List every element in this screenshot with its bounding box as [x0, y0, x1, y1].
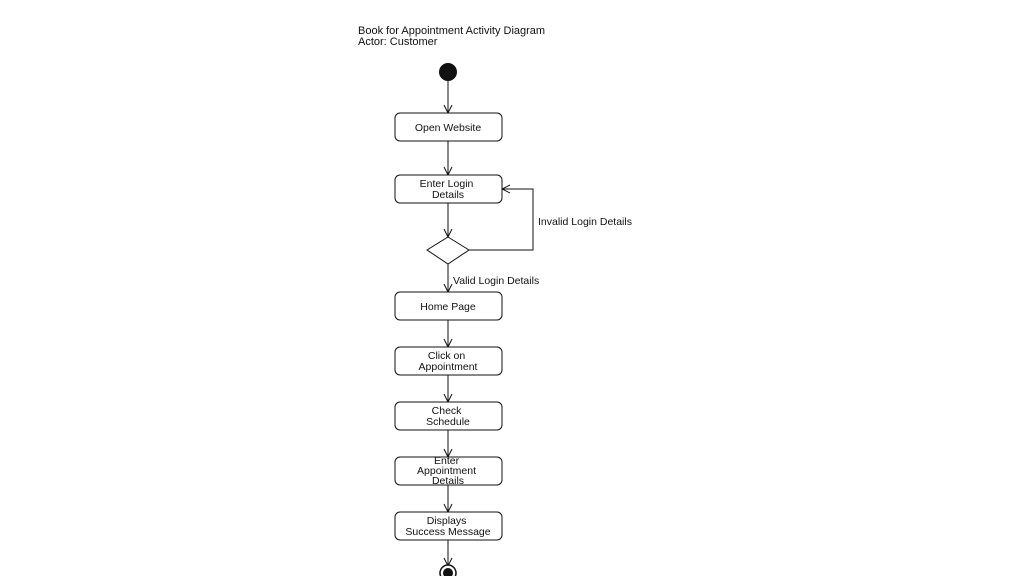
- flow-invalid-login-loop: [469, 189, 534, 251]
- action-enter-appointment-details: Enter Appointment Details: [394, 455, 503, 487]
- action-enter-login-details-label: Enter Login Details: [420, 178, 477, 201]
- edge-label-valid-login: Valid Login Details: [453, 275, 539, 287]
- initial-node: [439, 63, 457, 81]
- action-open-website-label: Open Website: [415, 122, 482, 134]
- action-click-on-appointment: Click on Appointment: [394, 346, 503, 376]
- action-open-website: Open Website: [394, 112, 503, 142]
- edge-label-invalid-login: Invalid Login Details: [538, 216, 632, 228]
- action-enter-appointment-details-label: Enter Appointment Details: [417, 455, 479, 487]
- action-displays-success-message-label: Displays Success Message: [405, 515, 490, 538]
- diagram-title: Book for Appointment Activity Diagram: [358, 25, 546, 37]
- action-home-page: Home Page: [394, 291, 503, 321]
- action-check-schedule: Check Schedule: [394, 401, 503, 431]
- action-enter-login-details: Enter Login Details: [394, 174, 503, 204]
- diagram-title-block: Book for Appointment Activity Diagram Ac…: [358, 26, 545, 48]
- final-node: [439, 564, 457, 576]
- action-check-schedule-label: Check Schedule: [426, 405, 470, 428]
- action-displays-success-message: Displays Success Message: [394, 511, 503, 541]
- action-home-page-label: Home Page: [420, 301, 476, 313]
- action-click-on-appointment-label: Click on Appointment: [419, 350, 478, 373]
- diagram-actor: Actor: Customer: [358, 36, 438, 48]
- login-decision-node: [426, 236, 470, 265]
